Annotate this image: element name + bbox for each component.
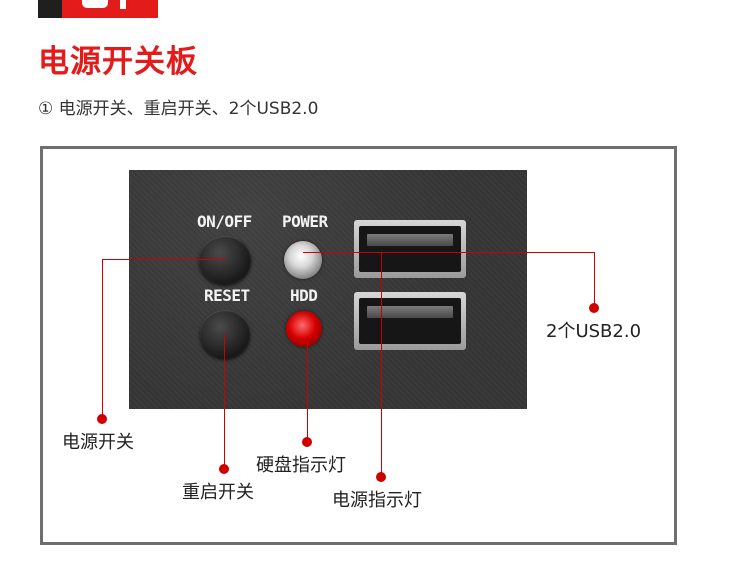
leader-dot-power-switch xyxy=(97,414,107,424)
header-dark-block xyxy=(38,0,62,18)
leader-dot-power-led xyxy=(376,472,386,482)
callout-hdd-led: 硬盘指示灯 xyxy=(256,455,346,476)
usb-port-bottom xyxy=(354,292,466,350)
leader-hdd-led xyxy=(307,336,308,442)
callout-reset-switch: 重启开关 xyxy=(182,482,254,503)
callout-power-led: 电源指示灯 xyxy=(332,490,422,511)
page-title: 电源开关板 xyxy=(38,44,198,80)
leader-reset-switch xyxy=(224,335,225,469)
hdd-label: HDD xyxy=(290,286,318,305)
power-button xyxy=(199,236,251,284)
leader-usb-v xyxy=(594,252,595,308)
leader-power-switch-v xyxy=(102,259,103,419)
header-red-block xyxy=(62,0,158,18)
reset-label: RESET xyxy=(204,286,250,305)
on-off-label: ON/OFF xyxy=(197,212,252,231)
power-led xyxy=(284,241,322,279)
hdd-led xyxy=(286,311,322,347)
power-label: POWER xyxy=(282,212,328,231)
callout-usb-ports: 2个USB2.0 xyxy=(546,321,642,342)
leader-power-switch-h xyxy=(102,259,226,260)
leader-power-led xyxy=(381,252,382,478)
leader-usb-h xyxy=(303,252,594,253)
leader-dot-reset-switch xyxy=(219,464,229,474)
leader-dot-usb xyxy=(589,303,599,313)
callout-power-switch: 电源开关 xyxy=(62,432,134,453)
usb-port-top xyxy=(354,220,466,278)
leader-dot-hdd-led xyxy=(302,437,312,447)
switch-panel-photo xyxy=(129,170,527,409)
page-subtitle: ① 电源开关、重启开关、2个USB2.0 xyxy=(38,99,319,119)
reset-button xyxy=(200,310,250,358)
